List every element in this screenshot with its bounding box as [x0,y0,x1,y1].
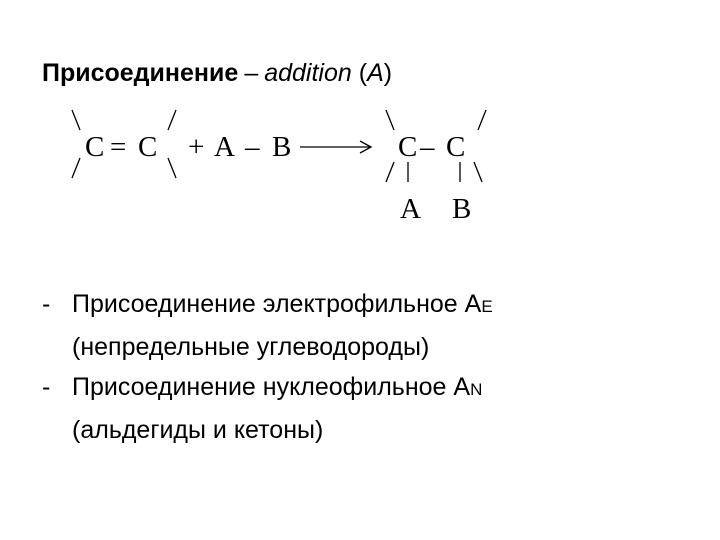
reactant-left-carbon: C [85,131,104,163]
product-substituent-b: B [452,193,471,225]
reagent-atom-b: B [272,131,291,163]
bullet-dash: - [42,290,51,318]
heading-dash: – [244,59,259,87]
electrophilic-subscript: E [481,297,493,316]
heading-abbrev-open: ( [358,59,368,87]
addition-types-list: - Присоединение электрофильное AE (непре… [42,284,493,450]
product-single-bond: – [419,131,435,163]
nucleophilic-subscript: N [470,380,483,399]
product-right-upper-bond [477,109,487,131]
nucleophilic-addition-detail: (альдегиды и кетоны) [72,416,324,444]
heading-english-term: addition [264,59,352,87]
list-item-nucleophilic: - Присоединение нуклеофильное AN (альдег… [42,367,493,450]
reactant-right-lower-bond [167,157,177,179]
nucleophilic-addition-label: Присоединение нуклеофильное A [72,373,471,401]
product-left-lower-bond [385,161,395,183]
product-left-carbon: C [398,131,417,163]
reaction-arrow [300,140,373,154]
product-left-upper-bond [385,109,395,131]
list-item-electrophilic: - Присоединение электрофильное AE (непре… [42,284,493,367]
product-right-lower-bond [473,161,483,183]
reagent-bond: – [244,131,260,163]
addition-reaction-scheme: C = C + A – B C – C A B [71,109,487,225]
slide-heading: Присоединение–addition (A) [42,56,392,90]
reactant-double-bond: = [110,131,126,163]
electrophilic-addition-detail: (непредельные углеводороды) [72,333,430,361]
reactant-left-lower-bond [71,157,81,179]
reactant-left-upper-bond [71,109,81,131]
bullet-dash: - [42,373,51,401]
plus-sign: + [188,131,204,163]
reactant-right-upper-bond [167,109,177,131]
heading-abbrev-close: ) [383,59,393,87]
reactant-right-carbon: C [138,131,157,163]
electrophilic-addition-label: Присоединение электрофильное A [72,290,482,318]
heading-abbrev: A [367,59,384,87]
heading-term: Присоединение [42,59,239,87]
reagent-atom-a: A [214,131,235,163]
product-right-carbon: C [446,131,465,163]
product-substituent-a: A [400,193,421,225]
